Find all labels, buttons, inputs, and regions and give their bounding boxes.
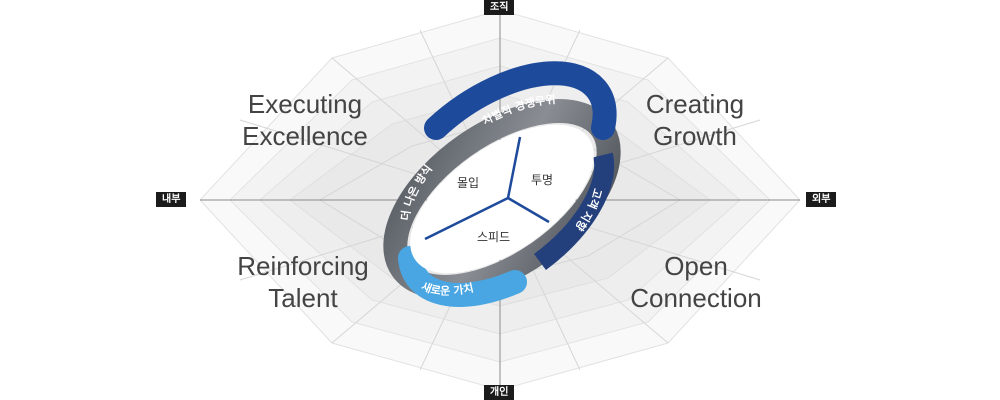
axis-label-bottom: 개인 — [484, 385, 515, 400]
quadrant-open-connection: Open Connection — [576, 250, 816, 314]
quadrant-line: Reinforcing — [237, 251, 369, 281]
core-label-immersion: 몰입 — [457, 176, 480, 190]
quadrant-line: Executing — [247, 89, 363, 119]
quadrant-reinforcing-talent: Reinforcing Talent — [183, 250, 423, 314]
axis-label-left: 내부 — [156, 192, 187, 207]
quadrant-line: Excellence — [242, 121, 368, 151]
axis-label-right: 외부 — [806, 192, 837, 207]
quadrant-line: Open — [664, 251, 728, 281]
quadrant-creating-growth: Creating Growth — [575, 88, 815, 152]
quadrant-line: Growth — [653, 121, 737, 151]
core-label-speed: 스피드 — [477, 230, 511, 244]
core-dividers — [424, 136, 550, 241]
quadrant-executing-excellence: Executing Excellence — [185, 88, 425, 152]
axis-label-top: 조직 — [484, 0, 515, 15]
core-label-transparency: 투명 — [531, 173, 554, 187]
quadrant-line: Connection — [630, 283, 762, 313]
value-ring — [383, 61, 621, 307]
quadrant-line: Creating — [645, 89, 745, 119]
ring-label-bottom: 새로운 가치 — [419, 279, 474, 298]
quadrant-line: Talent — [268, 283, 338, 313]
